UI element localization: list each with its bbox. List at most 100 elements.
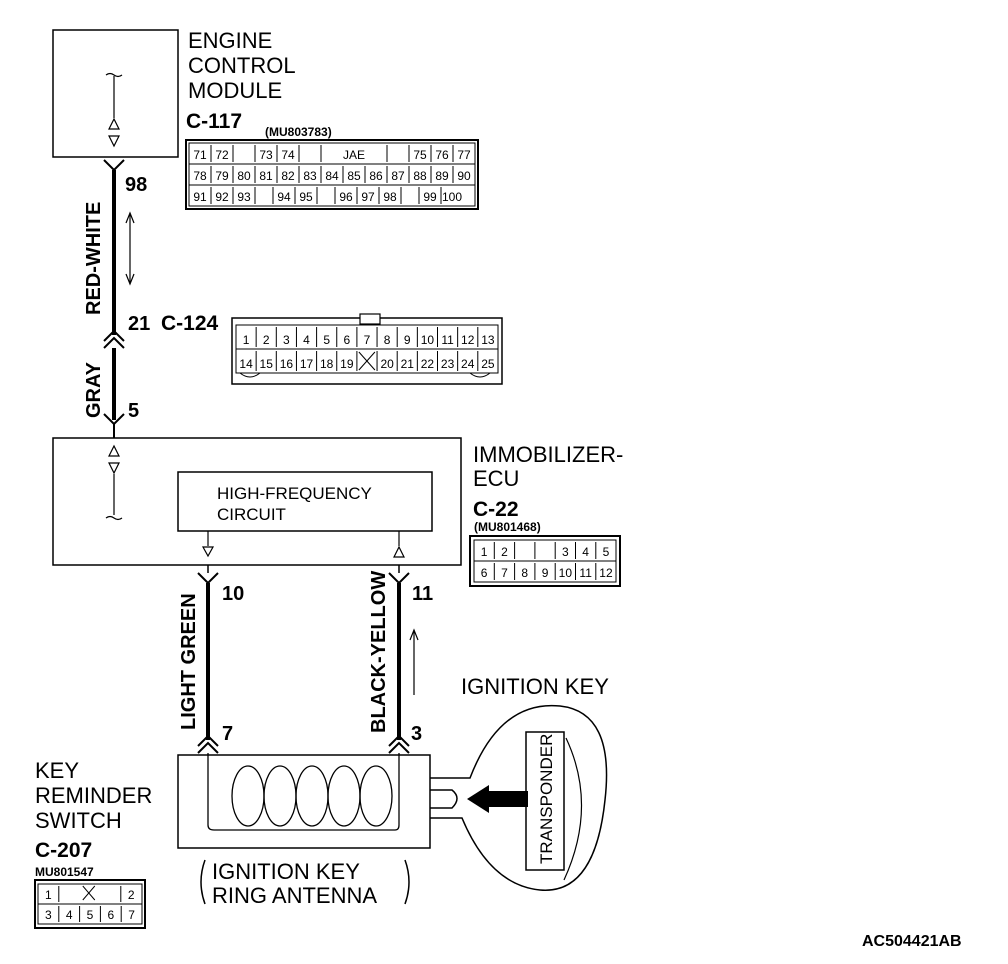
- junction-connector-pin-cell: 7: [364, 333, 371, 347]
- switch-connector-pin-cell: 5: [87, 908, 94, 922]
- junction-connector-pin-cell: 4: [303, 333, 310, 347]
- ecm-connector-pin-cell: 82: [281, 169, 295, 183]
- junction-connector-pin-cell: 9: [404, 333, 411, 347]
- ecm-connector-pin-cell: 71: [193, 148, 207, 162]
- immobilizer-connector-pin-cell: 11: [579, 566, 592, 580]
- wire-color-black-yellow: BLACK-YELLOW: [368, 571, 390, 733]
- switch-connector-pin-cell: 6: [107, 908, 114, 922]
- wire-gray: [103, 348, 125, 438]
- immobilizer-part-number: (MU801468): [474, 520, 541, 534]
- ecm-connector-pin-cell: 75: [413, 148, 427, 162]
- antenna-label-line-2: RING ANTENNA: [212, 883, 377, 908]
- unused-pin-cross: [358, 351, 376, 371]
- junction-connector-pin-cell: 15: [260, 357, 274, 371]
- key-reminder-switch-box: [177, 754, 431, 849]
- circuit-label-line-1: HIGH-FREQUENCY: [217, 484, 372, 503]
- junction-pin-21: 21: [128, 313, 150, 335]
- immobilizer-connector-pin-cell: 12: [599, 566, 613, 580]
- switch-pin-7: 7: [222, 723, 233, 745]
- ecm-connector-id: C-117: [186, 110, 242, 133]
- immobilizer-connector-pin-cell: 10: [559, 566, 573, 580]
- junction-connector-pin-cell: 14: [239, 357, 253, 371]
- immobilizer-connector-pin-cell: 8: [521, 566, 528, 580]
- junction-connector-pin-cell: 5: [323, 333, 330, 347]
- ecm-connector-pin-cell: 77: [457, 148, 471, 162]
- junction-connector-pin-cell: 10: [421, 333, 435, 347]
- switch-pin-3: 3: [411, 723, 422, 745]
- junction-connector-pin-cell: 8: [384, 333, 391, 347]
- ecm-title-line-1: ENGINE: [188, 28, 272, 53]
- junction-connector-pin-cell: 21: [401, 357, 415, 371]
- junction-connector-pin-cell: 17: [300, 357, 314, 371]
- ecm-connector-pin-cell: 86: [369, 169, 383, 183]
- junction-connector-pin-cell: 1: [243, 333, 250, 347]
- immobilizer-connector-pin-cell: 6: [481, 566, 488, 580]
- ring-antenna-coil: [207, 753, 400, 831]
- immobilizer-connector-pin-cell: 2: [501, 545, 508, 559]
- ecm-connector-pin-cell: 87: [391, 169, 405, 183]
- ecm-connector-pin-cell: 94: [277, 190, 291, 204]
- ecm-connector-pin-cell: 99: [423, 190, 437, 204]
- switch-title-line-2: REMINDER: [35, 783, 152, 808]
- junction-connector-pin-cell: 24: [461, 357, 475, 371]
- circuit-io-symbols: [201, 531, 405, 558]
- ecm-connector-pin-cell: 76: [435, 148, 449, 162]
- ecm-connector-pin-cell: 84: [325, 169, 339, 183]
- ecm-connector-pin-cell: 89: [435, 169, 449, 183]
- junction-connector-pin-cell: 6: [343, 333, 350, 347]
- immobilizer-pin-10: 10: [222, 583, 244, 605]
- ecm-connector-pin-cell: 95: [299, 190, 313, 204]
- immobilizer-connector-pin-cell: 7: [501, 566, 508, 580]
- immobilizer-connector-pin-cell: 4: [582, 545, 589, 559]
- ecm-title-line-2: CONTROL: [188, 53, 296, 78]
- ecm-connector-pin-cell: 96: [339, 190, 353, 204]
- ecm-connector-pin-cell: 79: [215, 169, 229, 183]
- junction-connector-pin-cell: 18: [320, 357, 334, 371]
- ecm-connector-pin-cell: 74: [281, 148, 295, 162]
- wire-color-light-green: LIGHT GREEN: [178, 593, 200, 730]
- ecm-connector-pin-cell: 88: [413, 169, 427, 183]
- switch-connector-id: C-207: [35, 839, 92, 862]
- immobilizer-box: [52, 437, 462, 566]
- junction-connector-pin-cell: 2: [263, 333, 270, 347]
- junction-connector-pin-cell: 11: [441, 333, 454, 347]
- immobilizer-pin-11: 11: [412, 583, 433, 605]
- signal-bidirectional-arrow: [125, 211, 135, 286]
- immobilizer-title-line-2: ECU: [473, 466, 519, 491]
- ecm-connector-pin-cell: 100: [442, 190, 462, 204]
- immobilizer-connector-pin-cell: 9: [542, 566, 549, 580]
- ecm-connector-pin-cell: 93: [237, 190, 251, 204]
- high-frequency-circuit-box: [177, 471, 433, 532]
- antenna-label: IGNITION KEY RING ANTENNA: [200, 859, 410, 908]
- immobilizer-connector-id: C-22: [473, 498, 519, 521]
- switch-title-line-1: KEY: [35, 758, 79, 783]
- switch-connector-pin-cell: 3: [45, 908, 52, 922]
- switch-connector-pin-cell: 4: [66, 908, 73, 922]
- immobilizer-title-line-1: IMMOBILIZER-: [473, 442, 623, 467]
- ignition-key-label: IGNITION KEY: [461, 674, 609, 699]
- junction-connector-pin-cell: 3: [283, 333, 290, 347]
- ecm-connector-pin-cell: JAE: [343, 148, 365, 162]
- junction-connector-pin-cell: 13: [481, 333, 495, 347]
- switch-part-number: MU801547: [35, 865, 94, 879]
- wire-black-yellow: [388, 565, 410, 754]
- switch-connector-pin-cell: 2: [128, 888, 135, 902]
- ecm-connector-pin-cell: 81: [259, 169, 273, 183]
- wire-color-red-white: RED-WHITE: [83, 202, 105, 315]
- figure-id: AC504421AB: [862, 933, 962, 950]
- junction-connector-pin-cell: 19: [340, 357, 354, 371]
- ecm-connector-pin-cell: 97: [361, 190, 375, 204]
- immobilizer-connector-pin-cell: 1: [481, 545, 488, 559]
- ecm-connector-pin-cell: 98: [383, 190, 397, 204]
- immobilizer-connector-pin-cell: 5: [603, 545, 610, 559]
- transponder-label: TRANSPONDER: [537, 734, 556, 864]
- switch-connector-pin-cell: 1: [45, 888, 52, 902]
- wire-color-gray: GRAY: [83, 361, 105, 418]
- immobilizer-internal-symbol: [105, 444, 123, 521]
- junction-connector-id: C-124: [161, 312, 219, 335]
- antenna-label-line-1: IGNITION KEY: [212, 859, 360, 884]
